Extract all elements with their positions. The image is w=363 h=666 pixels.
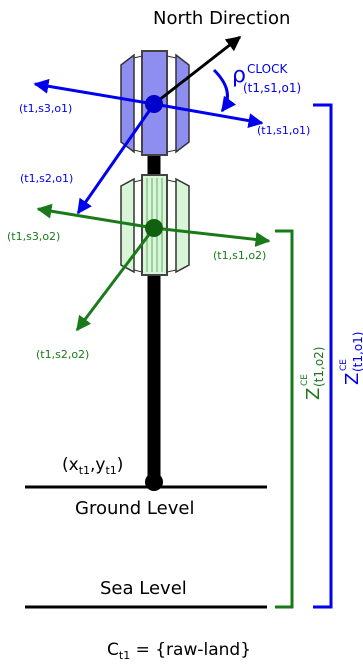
- north-direction-arrow: [153, 35, 242, 106]
- panel-o1-left: [120, 53, 135, 154]
- sector-label-o1-s3: (t1,s3,o1): [19, 102, 72, 115]
- arrow-o2-s3: [36, 203, 155, 230]
- base-point-label: (xt1,yt1): [62, 455, 123, 477]
- arrow-o2-s2: [75, 227, 156, 332]
- sector-label-o1-s1: (t1,s1,o1): [257, 124, 310, 137]
- panel-o2-left: [120, 177, 135, 274]
- arrow-o2-s1: [153, 226, 271, 247]
- sector-label-o2-s3: (t1,s3,o2): [7, 230, 60, 243]
- sea-level-label: Sea Level: [100, 578, 187, 599]
- height-label-o1: Z (t1,o1) CE: [339, 326, 363, 385]
- rho-label: ρ CLOCK (t1,s1,o1): [232, 58, 301, 95]
- rho-arc: [212, 68, 237, 113]
- panel-o2-right: [175, 177, 190, 274]
- height-bracket-o2: [275, 229, 294, 609]
- arrow-o1-s2: [76, 103, 156, 215]
- sector-label-o2-s1: (t1,s1,o2): [213, 249, 266, 262]
- sector-label-o1-s2: (t1,s2,o1): [20, 172, 73, 185]
- antenna-o1-center: [145, 95, 163, 113]
- sector-label-o2-s2: (t1,s2,o2): [36, 348, 89, 361]
- height-label-o2: Z (t1,o2) CE: [300, 341, 327, 400]
- tower-base-point: [145, 473, 163, 491]
- arrow-o1-s3: [33, 78, 155, 106]
- arrow-o1-s1: [153, 102, 264, 129]
- ground-level-label: Ground Level: [75, 498, 194, 519]
- antenna-group-o2: [120, 174, 190, 276]
- antenna-o2-center: [145, 219, 163, 237]
- north-direction-label: North Direction: [153, 8, 290, 29]
- panel-o1-right: [175, 53, 190, 154]
- height-bracket-o1: [313, 103, 333, 609]
- configuration-label: Ct1 = {raw-land}: [107, 640, 251, 662]
